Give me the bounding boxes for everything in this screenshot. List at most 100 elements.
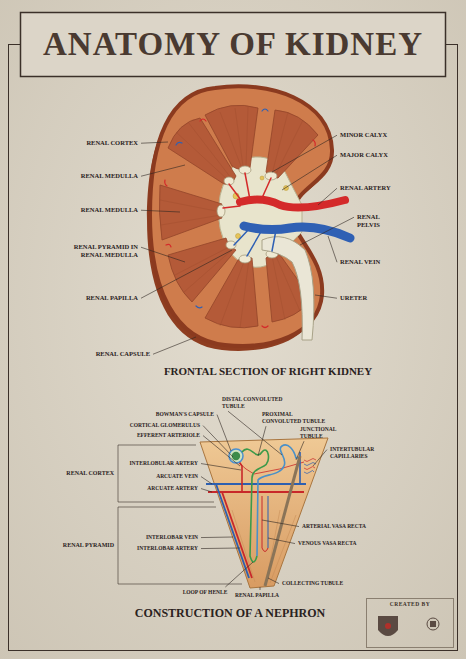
leader-line bbox=[318, 188, 337, 205]
creator-logo bbox=[427, 618, 439, 630]
part-label: ARCUATE VEIN bbox=[156, 473, 198, 480]
part-label: COLLECTING TUBULE bbox=[282, 580, 343, 587]
poster-frame bbox=[9, 45, 458, 651]
creator-logo bbox=[385, 623, 391, 629]
leader-line bbox=[282, 155, 337, 190]
creator-logo bbox=[378, 616, 398, 636]
figure-caption: FRONTAL SECTION OF RIGHT KIDNEY bbox=[164, 365, 372, 378]
region-bracket bbox=[118, 445, 214, 502]
leader-line bbox=[201, 537, 233, 539]
part-label: CORTICAL GLOMERULUS bbox=[130, 422, 200, 429]
part-label: BOWMAN'S CAPSULE bbox=[156, 411, 214, 418]
leader-line bbox=[296, 441, 304, 460]
kidney-illustration bbox=[175, 246, 233, 292]
part-label: RENAL VEIN bbox=[340, 258, 380, 266]
kidney-illustration bbox=[160, 200, 221, 225]
part-label: URETER bbox=[340, 294, 367, 302]
kidney-illustration bbox=[262, 109, 268, 111]
part-label: RENAL PAPILLA bbox=[235, 592, 279, 599]
nephron-illustration bbox=[242, 449, 268, 562]
kidney-illustration bbox=[196, 306, 202, 308]
nephron-illustration bbox=[229, 449, 243, 463]
kidney-illustration bbox=[147, 86, 350, 351]
region-bracket bbox=[118, 507, 242, 584]
figure-caption: CONSTRUCTION OF A NEPHRON bbox=[135, 606, 326, 620]
kidney-illustration bbox=[205, 257, 258, 327]
leader-line bbox=[217, 415, 231, 451]
part-label: EFFERENT ARTERIOLE bbox=[137, 432, 200, 439]
kidney-illustration bbox=[166, 244, 171, 247]
part-label: DISTAL CONVOLUTED TUBULE bbox=[222, 396, 288, 409]
leader-line bbox=[201, 464, 241, 470]
part-label: PROXIMAL CONVOLUTED TUBULE bbox=[262, 411, 328, 424]
kidney-illustration bbox=[220, 259, 249, 328]
part-label: RENAL CAPSULE bbox=[96, 350, 150, 358]
leader-line bbox=[262, 520, 299, 527]
poster-frame bbox=[21, 13, 446, 77]
part-label: ARCUATE ARTERY bbox=[147, 485, 198, 492]
credit-box: CREATED BY bbox=[366, 598, 454, 648]
leader-line bbox=[313, 450, 327, 466]
kidney-illustration bbox=[313, 140, 315, 146]
poster-frame bbox=[9, 13, 458, 651]
nephron-illustration bbox=[265, 456, 300, 586]
kidney-illustration bbox=[239, 255, 251, 263]
nephron-illustration bbox=[216, 484, 249, 578]
part-label: JUNCTIONAL TUBULE bbox=[300, 426, 344, 439]
part-label: RENAL CORTEX bbox=[86, 139, 138, 147]
kidney-illustration bbox=[260, 176, 264, 180]
leader-line bbox=[260, 587, 261, 590]
part-label: ARTERIAL VASA RECTA bbox=[302, 523, 366, 530]
part-label: RENAL PYRAMID IN RENAL MEDULLA bbox=[66, 243, 138, 259]
leader-line bbox=[258, 426, 266, 456]
credit-text: CREATED BY bbox=[390, 601, 431, 608]
leader-line bbox=[201, 489, 212, 492]
part-label: LOOP OF HENLE bbox=[183, 589, 228, 596]
poster-title: ANATOMY OF KIDNEY bbox=[20, 12, 446, 76]
leader-line bbox=[141, 142, 168, 143]
part-label: RENAL ARTERY bbox=[340, 184, 391, 192]
kidney-illustration bbox=[220, 107, 248, 167]
kidney-illustration bbox=[272, 112, 303, 176]
kidney-illustration bbox=[176, 122, 231, 180]
part-label: INTERLOBAR ARTERY bbox=[137, 545, 198, 552]
nephron-illustration bbox=[232, 452, 240, 460]
region-bracket bbox=[118, 445, 242, 584]
leader-line bbox=[141, 247, 185, 262]
kidney-illustration bbox=[247, 230, 262, 256]
leader-line bbox=[153, 337, 196, 354]
leader-line bbox=[141, 165, 185, 176]
kidney-illustration bbox=[262, 178, 271, 198]
kidney-illustration bbox=[245, 173, 250, 200]
part-label: RENAL PELVIS bbox=[357, 213, 393, 229]
creator-logo bbox=[430, 621, 436, 627]
kidney-illustration bbox=[176, 142, 182, 145]
kidney-illustration bbox=[168, 118, 236, 184]
kidney-illustration bbox=[159, 105, 318, 328]
leader-line bbox=[201, 548, 240, 550]
leader-line bbox=[272, 135, 337, 172]
kidney-illustration bbox=[200, 119, 206, 121]
kidney-illustration bbox=[150, 86, 332, 346]
leader-line bbox=[268, 538, 295, 544]
kidney-illustration bbox=[262, 237, 314, 340]
nephron-illustration bbox=[222, 492, 252, 578]
leader-lines bbox=[141, 135, 354, 590]
part-label: RENAL MEDULLA bbox=[81, 206, 138, 214]
kidney-illustration bbox=[217, 205, 225, 217]
part-label: MINOR CALYX bbox=[340, 131, 387, 139]
leader-line bbox=[141, 250, 232, 298]
part-label: INTERTUBULAR CAPILLARIES bbox=[330, 446, 382, 459]
part-label: INTERLOBULAR ARTERY bbox=[129, 460, 198, 467]
kidney-illustration bbox=[236, 234, 241, 239]
nephron-illustration bbox=[200, 438, 328, 588]
kidney-illustration bbox=[266, 110, 318, 178]
kidney-illustration bbox=[159, 185, 222, 240]
leader-line bbox=[203, 426, 233, 457]
nephron-illustration bbox=[304, 459, 316, 474]
leader-line bbox=[225, 562, 253, 587]
kidney-illustration bbox=[165, 109, 316, 328]
